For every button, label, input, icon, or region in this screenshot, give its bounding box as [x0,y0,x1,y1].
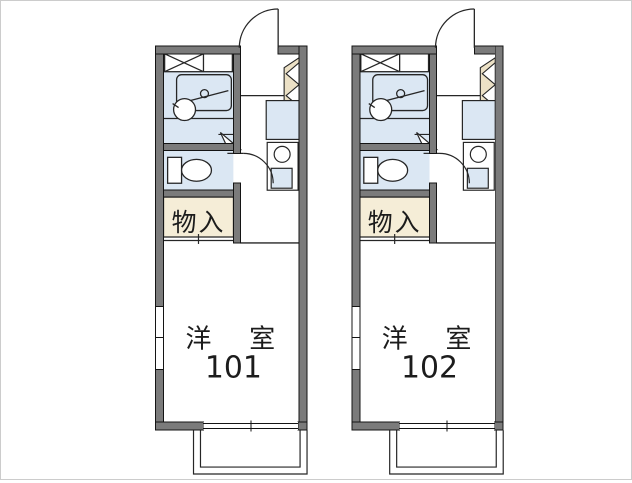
closet-label: 物入 [172,208,226,237]
unit-101: 物入 洋 室 101 [154,8,308,475]
room-number: 102 [401,350,458,385]
unit-101-geometry [154,8,308,475]
unit-102-geometry [351,8,504,475]
room-label: 洋 室 [186,325,282,355]
closet-label: 物入 [368,208,422,237]
room-label: 洋 室 [382,325,478,355]
unit-102: 物入 洋 室 102 [351,8,504,475]
room-number: 101 [205,350,262,385]
